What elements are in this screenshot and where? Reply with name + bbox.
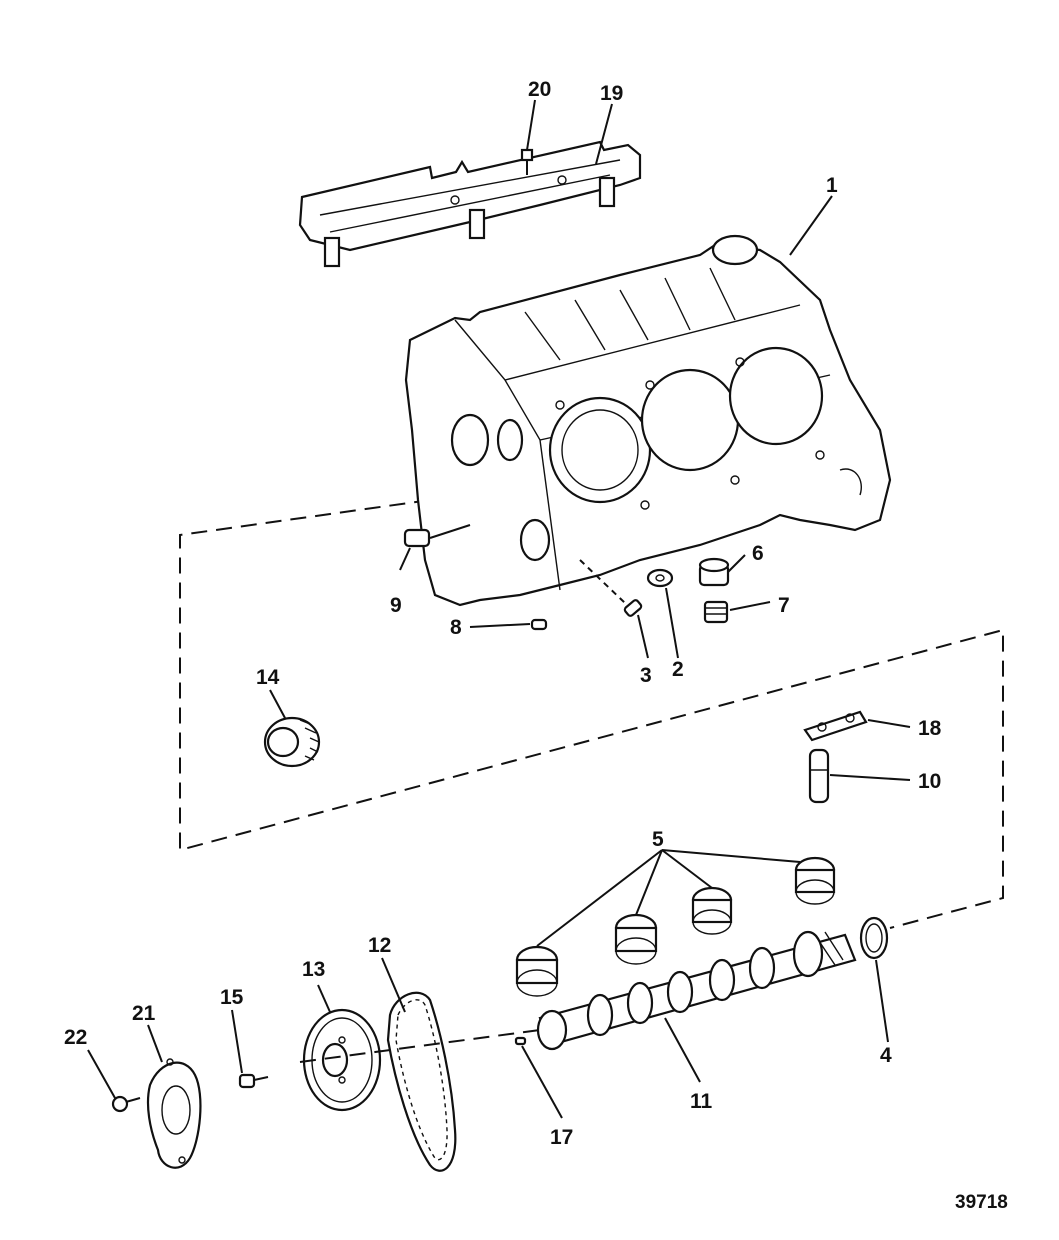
callout-19: 19: [600, 82, 623, 105]
callout-10: 10: [918, 770, 941, 793]
figure-number: 39718: [955, 1192, 1008, 1213]
callout-13: 13: [302, 958, 325, 981]
callout-15: 15: [220, 986, 244, 1009]
camshaft-sprocket: [302, 1008, 382, 1112]
camshaft-centerline: [299, 1029, 541, 1063]
hydraulic-lifter: [808, 748, 830, 804]
cover-screw: [111, 1095, 141, 1113]
leader-lines: [87, 99, 911, 1119]
distributor-drive-gear: [263, 716, 321, 768]
dowel-pin-3: [579, 559, 643, 617]
callout-2: 2: [672, 658, 684, 681]
callout-17: 17: [550, 1126, 573, 1149]
sprocket-bolt: [238, 1073, 269, 1089]
callout-3: 3: [640, 664, 652, 687]
engine-block: [404, 234, 892, 607]
callout-8: 8: [450, 616, 462, 639]
lifter-guide-bracket: [298, 140, 642, 268]
assembly-boundary-upper: [179, 499, 1004, 929]
rear-seal-ring: [859, 916, 889, 960]
callout-21: 21: [132, 1002, 156, 1025]
dowel-pin-8: [530, 618, 548, 631]
camshaft-key: [514, 1036, 527, 1046]
camshaft-bearings: [515, 856, 836, 997]
callout-5: 5: [652, 828, 664, 851]
threaded-fitting: [703, 600, 729, 624]
callout-9: 9: [390, 594, 402, 617]
block-plug: [403, 524, 471, 548]
callout-14: 14: [256, 666, 280, 689]
oil-plug: [698, 557, 730, 587]
timing-chain: [386, 991, 457, 1172]
callout-22: 22: [64, 1026, 87, 1049]
callout-12: 12: [368, 934, 391, 957]
camshaft: [536, 930, 857, 1051]
callout-1: 1: [826, 174, 838, 197]
callout-labels: 1 2 3 4 5 6 7 8 9 10 11 12 13 14 15 17 1…: [64, 78, 1008, 1213]
callout-20: 20: [528, 78, 551, 101]
callout-11: 11: [690, 1090, 713, 1113]
callout-7: 7: [778, 594, 790, 617]
callout-18: 18: [918, 717, 942, 740]
washer: [646, 568, 674, 588]
cover-plate: [146, 1058, 202, 1169]
lifter-guide: [803, 710, 868, 742]
callout-4: 4: [880, 1044, 892, 1067]
callout-6: 6: [752, 542, 764, 565]
